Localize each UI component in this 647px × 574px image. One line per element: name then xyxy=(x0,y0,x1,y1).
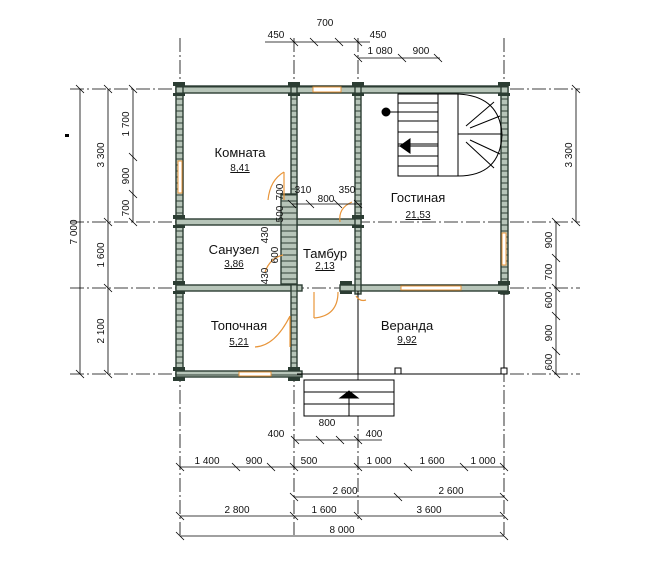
area-komnata: 8,41 xyxy=(230,163,250,174)
room-gostinaya: Гостиная xyxy=(391,190,446,205)
dims-top: 450 700 450 1 080 900 xyxy=(268,18,430,57)
dim-left-total: 7 000 xyxy=(69,219,80,244)
dim-left-1700: 1 700 xyxy=(121,111,132,136)
dim-bottom-r2-0: 2 600 xyxy=(332,486,357,497)
dim-bottom-r1-4: 1 600 xyxy=(419,456,444,467)
dim-left-900: 900 xyxy=(121,167,132,184)
dim-inner-600: 600 xyxy=(270,246,281,263)
dim-right-700: 700 xyxy=(544,263,555,280)
area-tambur: 2,13 xyxy=(315,261,335,272)
dim-bottom-r3-2: 3 600 xyxy=(416,505,441,516)
dim-top-1080: 1 080 xyxy=(367,46,392,57)
dims-bottom: 800 400 400 1 400 900 500 1 000 1 600 1 … xyxy=(194,418,495,536)
doors xyxy=(254,171,367,348)
dim-bottom-stair-400a: 400 xyxy=(268,429,285,440)
dim-right-600b: 600 xyxy=(544,353,555,370)
staircase xyxy=(381,93,503,177)
dim-inner-800: 800 xyxy=(318,194,335,205)
room-komnata: Комната xyxy=(215,145,267,160)
dim-left-2100: 2 100 xyxy=(96,318,107,343)
veranda-outline xyxy=(297,291,508,375)
dim-bottom-r1-3: 1 000 xyxy=(366,456,391,467)
room-topochnaya: Топочная xyxy=(211,318,267,333)
dim-right-900b: 900 xyxy=(544,324,555,341)
area-sanuzel: 3,86 xyxy=(224,259,244,270)
dim-left-3300: 3 300 xyxy=(96,142,107,167)
dim-left-1600: 1 600 xyxy=(96,242,107,267)
dim-inner-310: 310 xyxy=(295,185,312,196)
dim-bottom-stair-800: 800 xyxy=(319,418,336,429)
dim-top-450b: 450 xyxy=(370,30,387,41)
log-ends xyxy=(173,82,510,381)
dim-bottom-total: 8 000 xyxy=(329,525,354,536)
dim-bottom-r3-0: 2 800 xyxy=(224,505,249,516)
dim-bottom-r3-1: 1 600 xyxy=(311,505,336,516)
area-gostinaya: 21,53 xyxy=(405,210,430,221)
dim-right-600a: 600 xyxy=(544,291,555,308)
dim-inner-430a: 430 xyxy=(260,226,271,243)
dimension-lines xyxy=(75,37,581,541)
dims-inner: 310 800 350 500 700 430 600 430 xyxy=(260,183,356,284)
dim-top-900: 900 xyxy=(413,46,430,57)
dim-inner-500: 500 xyxy=(275,205,286,222)
dim-inner-700: 700 xyxy=(275,183,286,200)
wall-openings xyxy=(177,86,507,377)
dim-right-3300: 3 300 xyxy=(564,142,575,167)
dim-right-900: 900 xyxy=(544,231,555,248)
dim-bottom-r1-2: 500 xyxy=(301,456,318,467)
dims-right: 3 300 900 700 600 900 600 xyxy=(544,142,575,370)
room-labels: Комната 8,41 Гостиная 21,53 Санузел 3,86… xyxy=(209,145,446,348)
dim-bottom-stair-400b: 400 xyxy=(366,429,383,440)
dim-bottom-r1-1: 900 xyxy=(246,456,263,467)
room-veranda: Веранда xyxy=(381,318,434,333)
dim-bottom-r1-5: 1 000 xyxy=(470,456,495,467)
dim-left-700: 700 xyxy=(121,199,132,216)
dim-bottom-r2-1: 2 600 xyxy=(438,486,463,497)
dim-inner-350: 350 xyxy=(339,185,356,196)
room-tambur: Тамбур xyxy=(303,246,347,261)
entrance-steps xyxy=(303,379,395,417)
margin-mark xyxy=(65,134,69,137)
dims-left: 7 000 3 300 1 600 2 100 1 700 900 700 xyxy=(69,111,132,343)
area-veranda: 9,92 xyxy=(397,335,417,346)
room-sanuzel: Санузел xyxy=(209,242,260,257)
dim-inner-430b: 430 xyxy=(260,267,271,284)
dim-top-450a: 450 xyxy=(268,30,285,41)
area-topochnaya: 5,21 xyxy=(229,337,249,348)
dim-top-700: 700 xyxy=(317,18,334,29)
dim-bottom-r1-0: 1 400 xyxy=(194,456,219,467)
